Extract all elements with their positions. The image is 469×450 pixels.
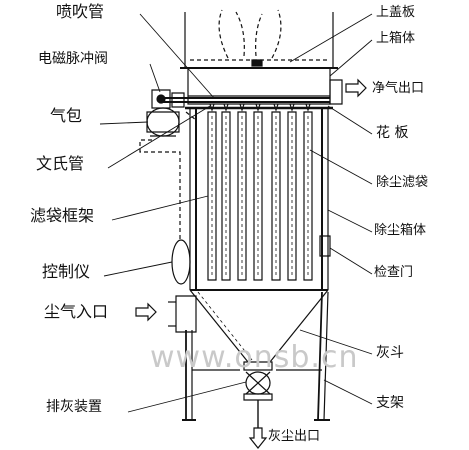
label-clean-outlet: 净气出口 [372,81,425,96]
control-wiring [140,112,196,240]
blow-pipe [160,98,330,102]
watermark: www.onsb.cn [150,340,359,375]
hopper [190,290,328,362]
inspection-door [320,236,330,256]
label-inspection-door: 检查门 [374,265,414,280]
dust-inlet-arrow [136,304,156,320]
label-bag-cage: 滤袋框架 [30,206,95,225]
dust-box [190,108,328,290]
top-cover [190,10,330,66]
air-bag [147,108,179,136]
filter-bags [208,112,312,280]
label-dust-outlet: 灰尘出口 [268,429,321,444]
support [182,292,330,420]
label-air-bag: 气包 [50,106,83,125]
label-support: 支架 [376,395,404,411]
clean-outlet-arrow [346,80,366,96]
label-venturi: 文氏管 [36,154,85,173]
label-dust-inlet: 尘气入口 [44,302,109,321]
label-dust-box: 除尘箱体 [374,223,427,238]
label-upper-box: 上箱体 [376,31,416,46]
dust-outlet-arrow [250,428,266,448]
label-blow-pipe: 喷吹管 [56,2,105,21]
controller [172,240,190,284]
label-top-cover: 上盖板 [376,5,416,20]
label-controller: 控制仪 [42,262,91,281]
dust-inlet [168,296,196,332]
label-discharge-device: 排灰装置 [46,399,102,415]
label-filter-bag: 除尘滤袋 [376,175,429,190]
discharge-device [244,362,272,430]
venturi [210,104,310,110]
label-hopper: 灰斗 [376,345,404,361]
label-pulse-valve: 电磁脉冲阀 [38,51,108,67]
leader-lines [100,14,372,412]
label-tube-sheet: 花 板 [376,125,409,141]
